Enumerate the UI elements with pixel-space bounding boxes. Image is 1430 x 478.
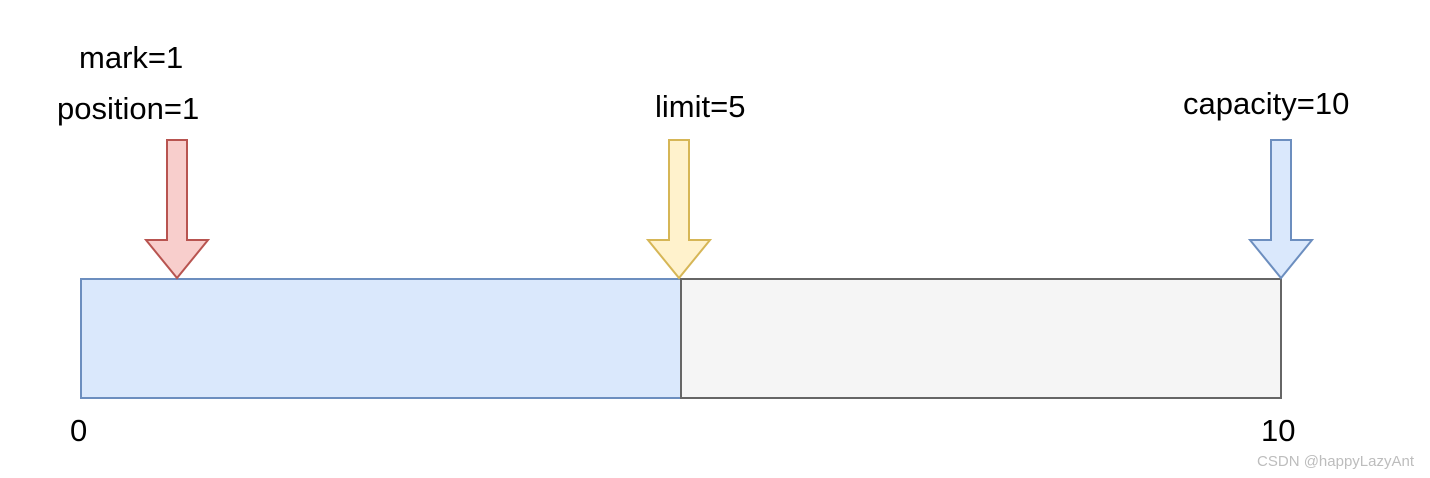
mark-label: mark=1	[79, 40, 184, 75]
position-arrow	[143, 139, 211, 280]
end-index-label: 10	[1261, 413, 1296, 448]
limit-arrow	[645, 139, 713, 280]
buffer-filled-segment	[80, 278, 682, 399]
limit-label: limit=5	[655, 89, 746, 124]
start-index-label: 0	[70, 413, 88, 448]
capacity-label: capacity=10	[1183, 86, 1350, 121]
position-label: position=1	[57, 91, 200, 126]
buffer-empty-segment	[680, 278, 1282, 399]
watermark: CSDN @happyLazyAnt	[1257, 453, 1414, 470]
capacity-arrow	[1247, 139, 1315, 280]
